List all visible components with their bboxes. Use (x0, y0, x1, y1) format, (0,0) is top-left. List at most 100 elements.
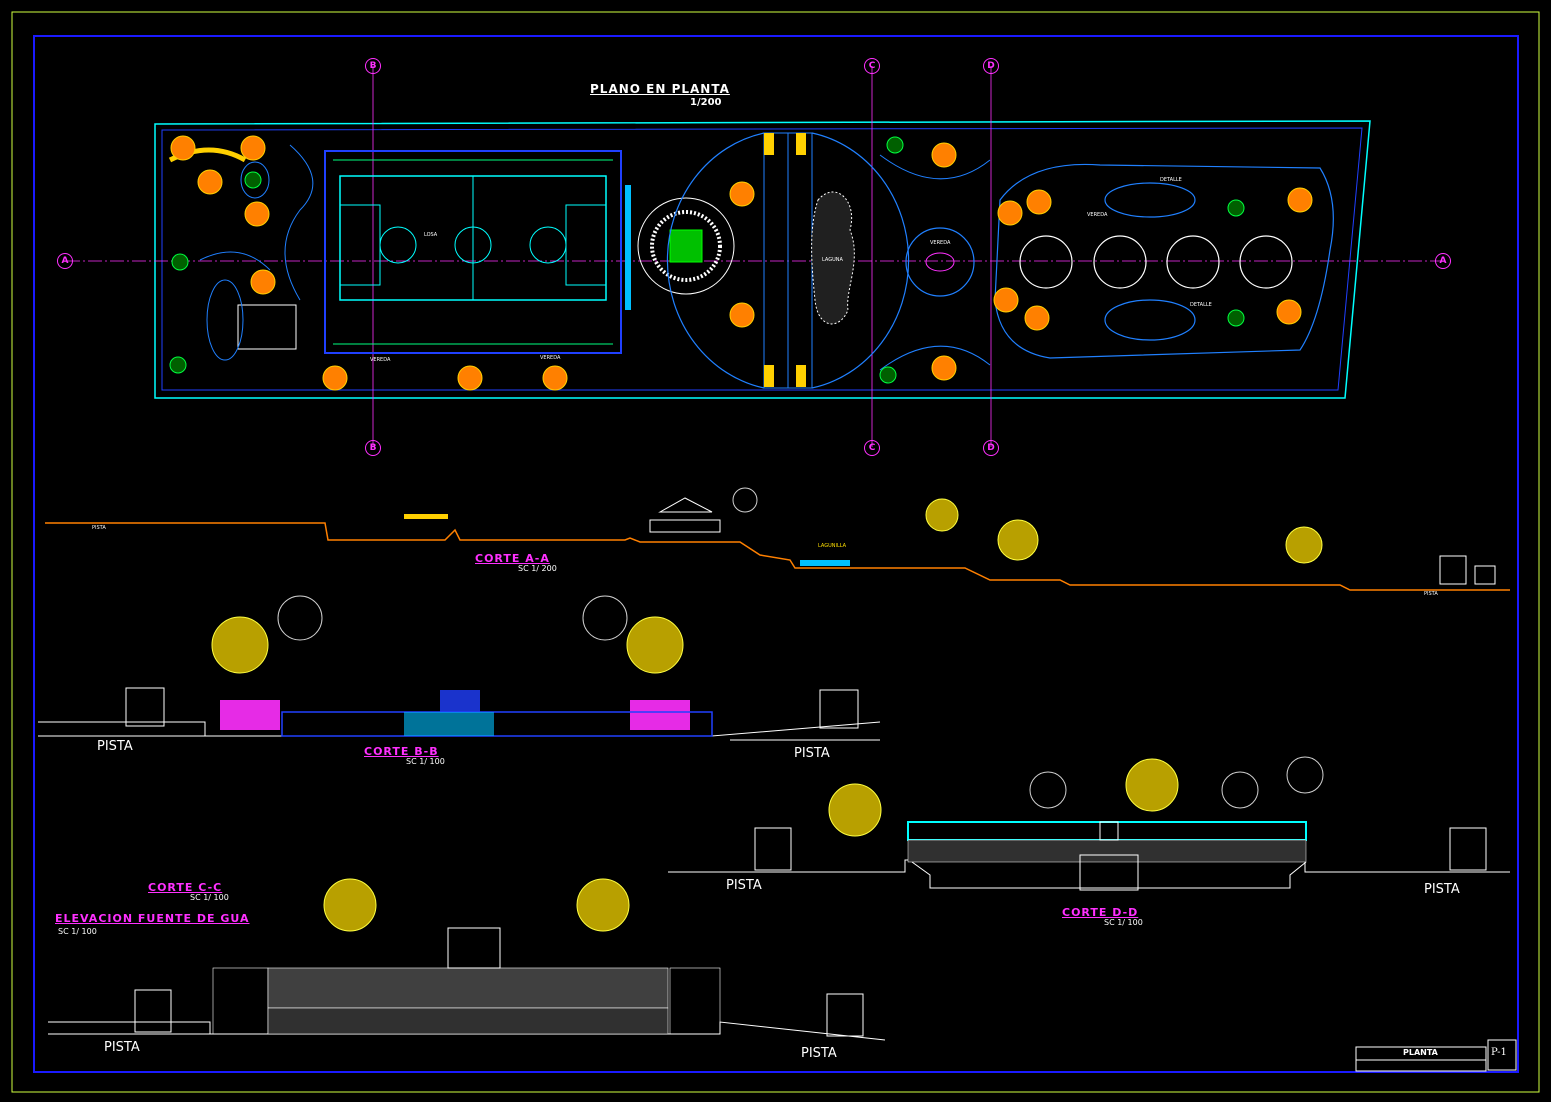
plan-note-losa: LOSA (424, 232, 438, 238)
section-tree (925, 498, 959, 532)
gazebo-outer (637, 197, 735, 295)
section-tree-outline (1221, 771, 1259, 809)
court-circle-right (529, 226, 567, 264)
plan-tree (1287, 187, 1313, 213)
plan-tree (457, 365, 483, 391)
section-trees (211, 487, 1324, 932)
plan-title: PLANO EN PLANTA (590, 82, 730, 96)
section-note-lagunilla: LAGUNILLA (818, 543, 847, 549)
plan-shrub (886, 136, 904, 154)
road-label-b-right: PISTA (794, 746, 830, 761)
court-area-left (339, 204, 381, 286)
garden-bed-top (1104, 182, 1196, 218)
play-circle-2 (1093, 235, 1147, 289)
road-label-a-right: PISTA (1424, 591, 1438, 597)
plan-tree (729, 302, 755, 328)
plan-note-detalle-2: DETALLE (1190, 302, 1212, 308)
court-circle-left (379, 226, 417, 264)
section-tree (997, 519, 1039, 561)
section-tree (828, 783, 882, 837)
road-label-e-right: PISTA (801, 1046, 837, 1061)
section-tree (1125, 758, 1179, 812)
axis-bubble-b-bottom: B (365, 440, 381, 456)
lagoon (811, 191, 855, 325)
plan-note-detalle-1: DETALLE (1160, 177, 1182, 183)
section-a-a-ground (45, 522, 1510, 591)
gazebo-inner (650, 210, 722, 282)
section-c-c-scale: SC 1/ 100 (190, 893, 229, 902)
site-inner-boundary (161, 127, 1363, 391)
section-tree (211, 616, 269, 674)
axis-bubble-b-top: B (365, 58, 381, 74)
axis-bubble-c-top: C (864, 58, 880, 74)
plan-shrub (171, 253, 189, 271)
plan-tree (729, 181, 755, 207)
plan-tree (931, 355, 957, 381)
plan-tree (993, 287, 1019, 313)
plan-tree (542, 365, 568, 391)
section-tree-outline (277, 595, 323, 641)
plan-view (66, 66, 1443, 447)
section-tree-outline (1029, 771, 1067, 809)
section-tree-outline (1286, 756, 1324, 794)
plan-note-vereda-1: VEREDA (370, 357, 391, 363)
section-tree (1285, 526, 1323, 564)
section-a-a-scale: SC 1/ 200 (518, 564, 557, 573)
plan-trees (169, 135, 1313, 391)
section-b-b-title: CORTE B-B (364, 745, 439, 758)
axis-bubble-a-right: A (1435, 253, 1451, 269)
garden-bed-bottom (1104, 299, 1196, 341)
section-c-c-title: CORTE C-C (148, 881, 223, 894)
axis-bubble-c-bottom: C (864, 440, 880, 456)
sheet-border (33, 35, 1519, 1073)
section-d-d (668, 821, 1510, 891)
section-a-a-title: CORTE A-A (475, 552, 550, 565)
plan-shrub (169, 356, 187, 374)
road-label-a-left: PISTA (92, 525, 106, 531)
road-label-d-right: PISTA (1424, 882, 1460, 897)
section-d-d-scale: SC 1/ 100 (1104, 918, 1143, 927)
plan-note-vereda-2: VEREDA (540, 355, 561, 361)
plan-tree (1026, 189, 1052, 215)
plan-shrub (1227, 309, 1245, 327)
section-tree (626, 616, 684, 674)
gazebo-center (669, 229, 703, 263)
axis-bubble-d-top: D (983, 58, 999, 74)
road-label-e-left: PISTA (104, 1040, 140, 1055)
plan-shrub (879, 366, 897, 384)
plan-shrub (244, 171, 262, 189)
plan-tree (1276, 299, 1302, 325)
outer-frame (11, 11, 1540, 1093)
elevation-fountain (48, 927, 886, 1041)
sheet-title: PLANTA (1403, 1048, 1438, 1057)
plan-tree (240, 135, 266, 161)
road-label-b-left: PISTA (97, 739, 133, 754)
court-center-circle (454, 226, 492, 264)
section-tree-outline (732, 487, 758, 513)
plan-note-vereda-3: VEREDA (1087, 212, 1108, 218)
plan-tree (250, 269, 276, 295)
site-boundary (154, 120, 1371, 399)
court-area-right (565, 204, 607, 286)
plan-tree (931, 142, 957, 168)
plan-tree (197, 169, 223, 195)
plan-note-laguna: LAGUNA (822, 257, 843, 263)
play-circle-1 (1019, 235, 1073, 289)
court-outer (324, 150, 622, 354)
title-block (1355, 1039, 1517, 1072)
section-b-b (38, 687, 881, 741)
plan-tree (1024, 305, 1050, 331)
sheet-number: P-1 (1491, 1047, 1507, 1058)
section-tree (323, 878, 377, 932)
elevation-scale: SC 1/ 100 (58, 927, 97, 936)
elevation-title: ELEVACION FUENTE DE GUA (55, 912, 250, 925)
plan-tree (170, 135, 196, 161)
axis-bubble-a-left: A (57, 253, 73, 269)
road-label-d-left: PISTA (726, 878, 762, 893)
section-d-d-title: CORTE D-D (1062, 906, 1139, 919)
section-a-a (45, 497, 1510, 591)
restroom-block (237, 304, 297, 350)
plan-tree (244, 201, 270, 227)
section-tree-outline (582, 595, 628, 641)
